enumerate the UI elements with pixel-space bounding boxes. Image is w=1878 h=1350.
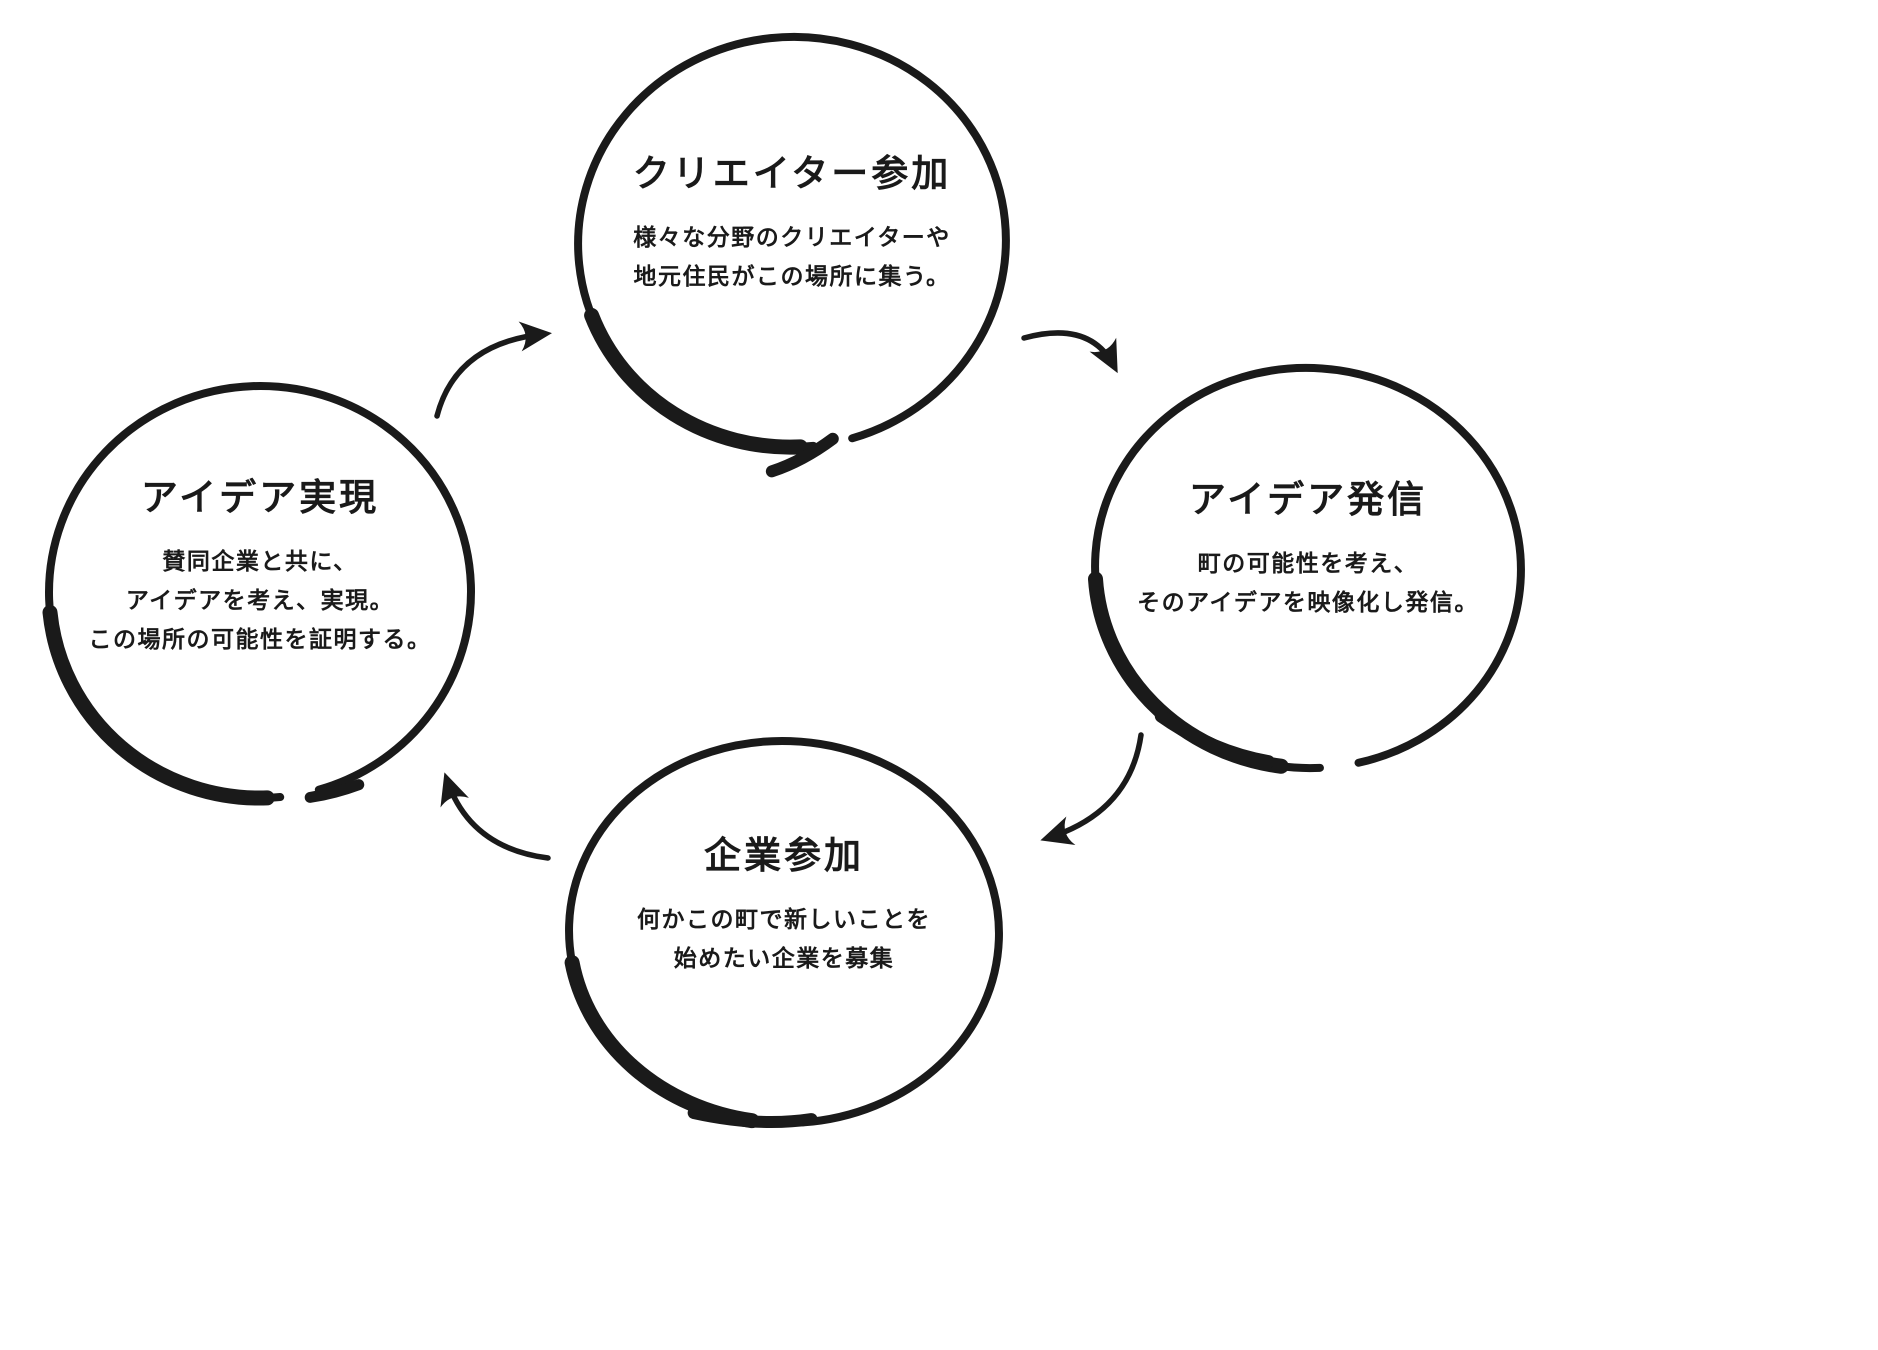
node-company-desc: 何かこの町で新しいことを 始めたい企業を募集 <box>564 900 1004 978</box>
arrow-idea-real-to-creator <box>434 321 552 419</box>
arrow-creator-to-idea-out <box>1021 330 1118 374</box>
node-idea-real-desc-line: この場所の可能性を証明する。 <box>88 626 432 653</box>
idea-out-ring-tail <box>1154 709 1275 769</box>
node-idea-out-desc: 町の可能性を考え、 そのアイデアを映像化し発信。 <box>1088 544 1528 622</box>
node-company-desc-line: 始めたい企業を募集 <box>673 945 895 972</box>
node-idea-real-desc-line: アイデアを考え、実現。 <box>125 587 395 614</box>
node-company-title: 企業参加 <box>704 835 864 876</box>
node-idea-out-desc-line: 町の可能性を考え、 <box>1197 550 1419 577</box>
company-ring-tail <box>687 1106 818 1129</box>
idea-out-ring <box>1091 363 1525 773</box>
node-idea-out-title: アイデア発信 <box>1188 479 1428 520</box>
node-circle-creator <box>570 29 1014 478</box>
node-company-desc-line: 何かこの町で新しいことを <box>637 906 931 933</box>
idea-real-ring-brush <box>41 378 479 806</box>
node-creator-desc: 様々な分野のクリエイターや 地元住民がこの場所に集う。 <box>572 218 1012 296</box>
creator-ring-tail <box>765 432 839 478</box>
node-circle-company <box>561 733 1007 1131</box>
company-ring <box>565 736 1003 1128</box>
node-idea-out-desc-line: そのアイデアを映像化し発信。 <box>1137 589 1479 616</box>
node-circle-idea-out <box>1087 360 1529 776</box>
node-idea-real: アイデア実現 賛同企業と共に、 アイデアを考え、実現。 この場所の可能性を証明す… <box>40 476 480 659</box>
arrow-company-to-idea-real <box>440 772 551 861</box>
idea-real-ring-tail <box>304 779 365 803</box>
arrow-idea-out-to-company <box>1040 732 1144 846</box>
node-idea-real-title: アイデア実現 <box>140 477 380 518</box>
node-idea-out: アイデア発信 町の可能性を考え、 そのアイデアを映像化し発信。 <box>1088 478 1528 622</box>
node-idea-real-desc: 賛同企業と共に、 アイデアを考え、実現。 この場所の可能性を証明する。 <box>40 542 480 659</box>
node-creator-desc-line: 地元住民がこの場所に集う。 <box>633 263 951 290</box>
node-company: 企業参加 何かこの町で新しいことを 始めたい企業を募集 <box>564 834 1004 978</box>
node-idea-real-desc-line: 賛同企業と共に、 <box>162 548 358 575</box>
node-creator: クリエイター参加 様々な分野のクリエイターや 地元住民がこの場所に集う。 <box>572 152 1012 296</box>
node-circle-idea-real <box>41 378 479 806</box>
node-creator-desc-line: 様々な分野のクリエイターや <box>633 224 951 251</box>
node-creator-title: クリエイター参加 <box>632 153 952 194</box>
